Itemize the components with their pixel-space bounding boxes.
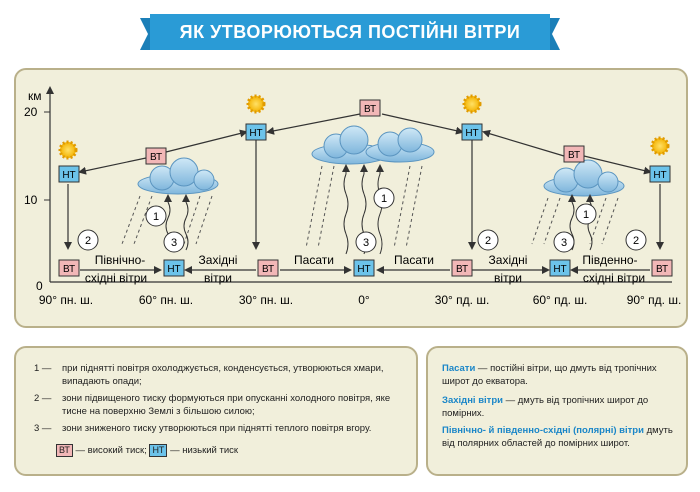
page-title: ЯК УТВОРЮЮТЬСЯ ПОСТІЙНІ ВІТРИ — [179, 22, 521, 42]
wind-west-right-label-2: вітри — [494, 271, 522, 285]
title-ribbon — [140, 14, 560, 50]
box-nt-90s: НТ — [649, 165, 671, 183]
lat-60s: 60° пд. ш. — [533, 293, 588, 307]
wind-trade-left-label: Пасати — [294, 253, 334, 267]
cloud-icon — [137, 157, 219, 195]
descending-arrows — [64, 140, 664, 250]
legend-pressure-key: ВТ — високий тиск; НТ — низький тиск — [56, 444, 396, 457]
svg-text:ВТ: ВТ — [150, 152, 162, 163]
wind-west-left-label-1: Західні — [199, 253, 238, 267]
wind-se-label-1: Південно- — [582, 253, 637, 267]
box-nt-30n-upper: НТ — [245, 123, 267, 141]
marker-3: 3 — [553, 231, 575, 253]
box-vt-90s-surface: ВТ — [651, 259, 673, 277]
definition-trade-winds: Пасати — постійні вітри, що дмуть від тр… — [442, 363, 657, 387]
svg-text:НТ: НТ — [249, 128, 262, 139]
tick-20: 20 — [24, 105, 38, 119]
box-nt-equator-surface: НТ — [353, 259, 375, 277]
sun-icon — [58, 140, 78, 160]
svg-text:НТ: НТ — [167, 264, 180, 275]
wind-west-left-label-2: вітри — [204, 271, 232, 285]
svg-text:ВТ: ВТ — [656, 264, 668, 275]
svg-text:НТ: НТ — [653, 170, 666, 181]
lat-60n: 60° пн. ш. — [139, 293, 193, 307]
wind-ne-label-1: Північно- — [95, 253, 146, 267]
svg-text:1: 1 — [381, 193, 387, 205]
wind-se-label-2: східні вітри — [583, 271, 645, 285]
cloud-icon — [311, 125, 435, 165]
svg-text:НТ: НТ — [465, 128, 478, 139]
marker-2: 2 — [625, 229, 647, 251]
wind-west-right-label-1: Західні — [489, 253, 528, 267]
box-vt-60s-upper: ВТ — [563, 145, 585, 163]
sun-icon — [246, 94, 266, 114]
rising-air — [164, 164, 594, 255]
svg-text:НТ: НТ — [357, 264, 370, 275]
marker-3: 3 — [163, 231, 185, 253]
svg-text:3: 3 — [363, 237, 369, 249]
marker-2: 2 — [77, 229, 99, 251]
box-nt-60n-surface: НТ — [163, 259, 185, 277]
box-vt-60n-upper: ВТ — [145, 147, 167, 165]
lat-30n: 30° пн. ш. — [239, 293, 293, 307]
definition-polar-winds: Північно- й південно-східні (полярні) ві… — [442, 425, 673, 449]
tick-0: 0 — [36, 279, 43, 293]
svg-text:НТ: НТ — [62, 170, 75, 181]
sun-icon — [650, 136, 670, 156]
lat-0: 0° — [358, 293, 370, 307]
box-vt-30n-surface: ВТ — [257, 259, 279, 277]
axis-unit: км — [28, 89, 42, 103]
wind-trade-right-label: Пасати — [394, 253, 434, 267]
definition-westerlies: Західні вітри — дмуть від тропічних широ… — [442, 395, 649, 419]
marker-3: 3 — [355, 231, 377, 253]
box-nt-30s-upper: НТ — [461, 123, 483, 141]
svg-text:3: 3 — [561, 237, 567, 249]
lat-90s: 90° пд. ш. — [627, 293, 682, 307]
nt-swatch: НТ — [149, 444, 168, 457]
marker-1: 1 — [145, 205, 167, 227]
box-vt-equator-upper: ВТ — [359, 99, 381, 117]
vt-description: — високий тиск; — [75, 445, 147, 456]
svg-text:ВТ: ВТ — [568, 150, 580, 161]
svg-text:1: 1 — [153, 211, 159, 223]
svg-text:ВТ: ВТ — [456, 264, 468, 275]
rain-lines — [121, 165, 619, 249]
legend-panel: 1 — при піднятті повітря охолоджується, … — [14, 346, 418, 476]
svg-text:2: 2 — [85, 235, 91, 247]
svg-text:НТ: НТ — [553, 264, 566, 275]
box-vt-90n-surface: ВТ — [58, 259, 80, 277]
marker-1: 1 — [575, 203, 597, 225]
box-nt-60s-surface: НТ — [549, 259, 571, 277]
title-banner: ЯК УТВОРЮЮТЬСЯ ПОСТІЙНІ ВІТРИ — [140, 14, 560, 54]
svg-text:ВТ: ВТ — [262, 264, 274, 275]
vt-swatch: ВТ — [56, 444, 73, 457]
wind-ne-label-2: східні вітри — [85, 271, 147, 285]
box-vt-30s-surface: ВТ — [451, 259, 473, 277]
nt-description: — низький тиск — [170, 445, 239, 456]
definitions-panel: Пасати — постійні вітри, що дмуть від тр… — [426, 346, 688, 476]
marker-2: 2 — [477, 229, 499, 251]
upper-flow-arrows — [78, 113, 652, 175]
svg-text:ВТ: ВТ — [364, 104, 376, 115]
sun-icon — [462, 94, 482, 114]
svg-text:3: 3 — [171, 237, 177, 249]
marker-1: 1 — [373, 187, 395, 209]
cloud-icon — [543, 159, 625, 197]
box-nt-90n: НТ — [58, 165, 80, 183]
circulation-diagram: км 20 10 0 90° пн. ш. 60° пн. ш. 30° пн.… — [24, 86, 682, 307]
tick-10: 10 — [24, 193, 38, 207]
svg-text:ВТ: ВТ — [63, 264, 75, 275]
lat-30s: 30° пд. ш. — [435, 293, 490, 307]
svg-text:2: 2 — [485, 235, 491, 247]
lat-90n: 90° пн. ш. — [39, 293, 93, 307]
svg-text:2: 2 — [633, 235, 639, 247]
svg-text:1: 1 — [583, 209, 589, 221]
